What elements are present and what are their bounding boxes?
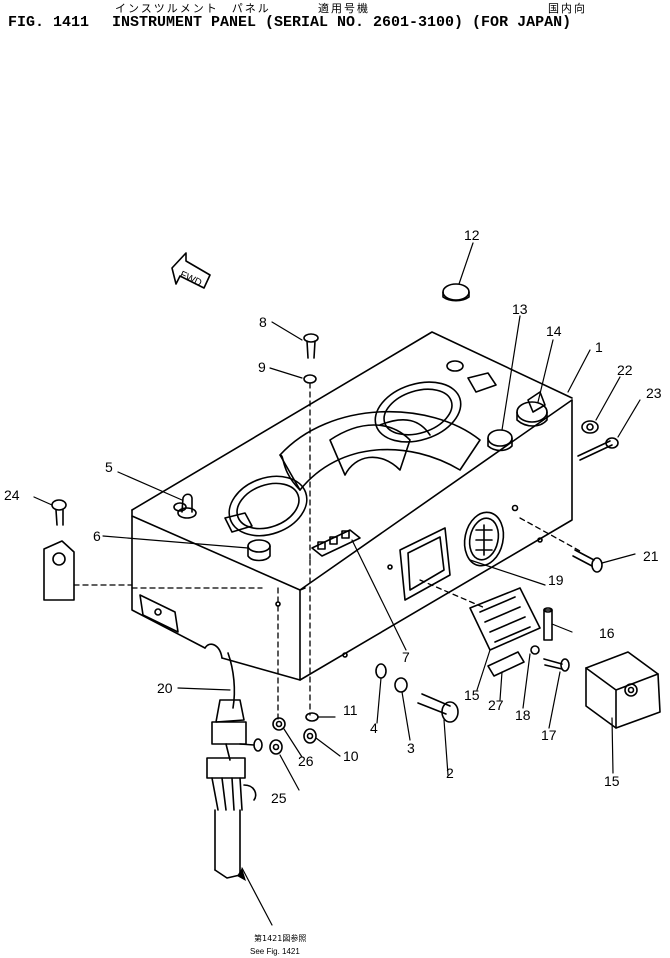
- callout-20: 20: [157, 680, 173, 696]
- part-26-grommet: [272, 717, 286, 731]
- part-20-wire-harness: [206, 652, 263, 879]
- reference-note-jp: 第1421図参照: [254, 933, 306, 943]
- figure-title: INSTRUMENT PANEL (SERIAL NO. 2601-3100) …: [112, 14, 572, 31]
- figure-header: インスツルメント パネル 適用号機 国内向 FIG. 1411 INSTRUME…: [0, 0, 670, 40]
- callout-labels: 1 2 3 4 5 6 7 8 9 10 11 12 13 14 15 15 1…: [4, 227, 662, 806]
- callout-25: 25: [271, 790, 287, 806]
- callout-11: 11: [343, 702, 358, 718]
- part-15-cover: [585, 651, 661, 729]
- see-fig-arrowhead: [237, 868, 246, 881]
- callout-6: 6: [93, 528, 101, 544]
- harness-bracket: [43, 540, 75, 601]
- callout-16: 16: [599, 625, 615, 641]
- part-19-hour-meter-gauge: [463, 511, 505, 567]
- part-10-nut: [303, 728, 317, 744]
- part-17-screw: [543, 658, 570, 672]
- callout-15-board: 15: [464, 687, 480, 703]
- reference-note-en: See Fig. 1421: [250, 947, 300, 956]
- callout-15-cover: 15: [604, 773, 620, 789]
- callout-22: 22: [617, 362, 633, 378]
- part-8-screw: [303, 333, 319, 359]
- part-3-lock-washer: [394, 677, 408, 693]
- part-16-fuse: [543, 607, 553, 641]
- part-4-washer: [375, 663, 387, 679]
- part-2-bolt: [417, 693, 459, 723]
- leader-lines: [33, 242, 641, 926]
- callout-4: 4: [370, 720, 378, 736]
- japanese-serial-label: 適用号機: [318, 2, 370, 15]
- callout-21: 21: [643, 548, 659, 564]
- callout-27: 27: [488, 697, 504, 713]
- part-12-grommet: [442, 283, 470, 302]
- fwd-label: FWD: [178, 269, 203, 289]
- part-7-switch: [311, 529, 361, 557]
- reference-note: 第1421図参照 See Fig. 1421: [250, 933, 306, 956]
- callout-26: 26: [298, 753, 314, 769]
- callout-1: 1: [595, 339, 603, 355]
- callout-14: 14: [546, 323, 562, 339]
- callout-8: 8: [259, 314, 267, 330]
- callout-18: 18: [515, 707, 531, 723]
- callout-12: 12: [464, 227, 480, 243]
- callout-7: 7: [402, 649, 410, 665]
- instrument-panel-housing: [131, 331, 573, 681]
- part-6-knob: [247, 539, 271, 562]
- part-21-screw: [572, 549, 603, 573]
- part-14-key-switch: [516, 391, 548, 427]
- part-27-plate: [487, 651, 525, 677]
- part-25-nut: [269, 739, 283, 755]
- part-9-washer: [303, 374, 317, 384]
- callout-2: 2: [446, 765, 454, 781]
- part-18-washer: [530, 645, 540, 655]
- japanese-market-label: 国内向: [548, 2, 587, 15]
- callout-17: 17: [541, 727, 557, 743]
- fwd-arrow-icon: FWD: [171, 252, 211, 289]
- figure-number: FIG. 1411: [8, 14, 90, 31]
- part-24-bolt: [51, 499, 67, 526]
- callout-10: 10: [343, 748, 359, 764]
- part-22-nut: [581, 420, 599, 434]
- part-15-circuit-board: [469, 587, 541, 651]
- part-13-lamp: [487, 429, 513, 452]
- callout-5: 5: [105, 459, 113, 475]
- part-11-nut: [305, 712, 319, 722]
- part-23-connector: [577, 437, 619, 461]
- callout-23: 23: [646, 385, 662, 401]
- japanese-title: インスツルメント パネル: [115, 2, 271, 15]
- callout-9: 9: [258, 359, 266, 375]
- assembly-lines: [73, 382, 581, 721]
- callout-24: 24: [4, 487, 20, 503]
- part-5-toggle-switch: [177, 493, 197, 519]
- callout-13: 13: [512, 301, 528, 317]
- callout-19: 19: [548, 572, 564, 588]
- callout-3: 3: [407, 740, 415, 756]
